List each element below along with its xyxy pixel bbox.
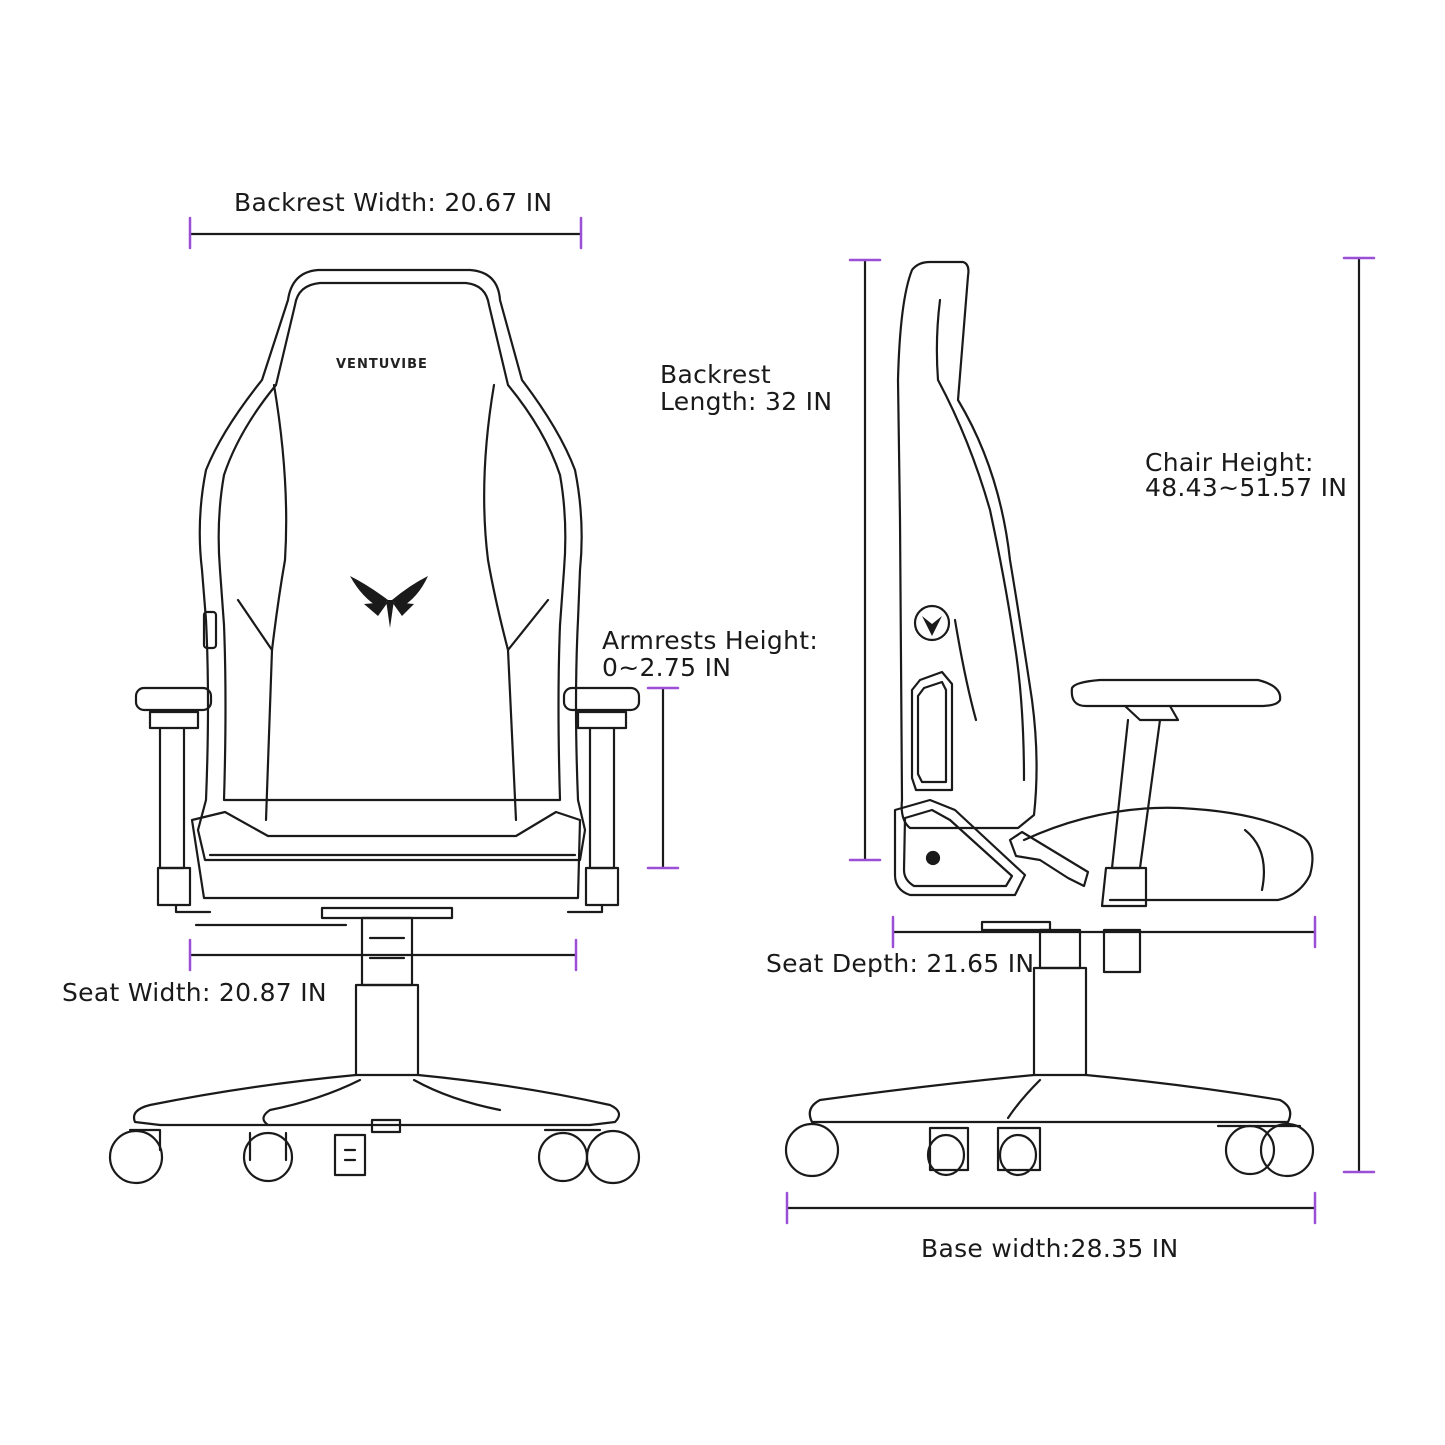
side-logo-icon [922,616,942,636]
dimension-lines [188,216,1376,1225]
base-width-label: Base width:28.35 IN [921,1234,1179,1263]
backrest-length-label-line1: Backrest [660,360,772,389]
armrests-height-label-line1: Armrests Height: [602,626,819,655]
side-view-chair [784,260,1315,1178]
backrest-width-label: Backrest Width: 20.67 IN [234,188,553,217]
seat-depth-label: Seat Depth: 21.65 IN [766,949,1035,978]
brand-wordmark: VENTUVIBE [336,357,428,372]
chair-height-label-line2: 48.43~51.57 IN [1145,473,1348,502]
backrest-length-label-line2: Length: 32 IN [660,387,833,416]
seat-width-label: Seat Width: 20.87 IN [62,978,327,1007]
front-view-chair [108,268,641,1185]
chair-height-label-line1: Chair Height: [1145,448,1314,477]
armrests-height-label-line2: 0~2.75 IN [602,653,732,682]
butterfly-logo-icon [350,576,428,628]
